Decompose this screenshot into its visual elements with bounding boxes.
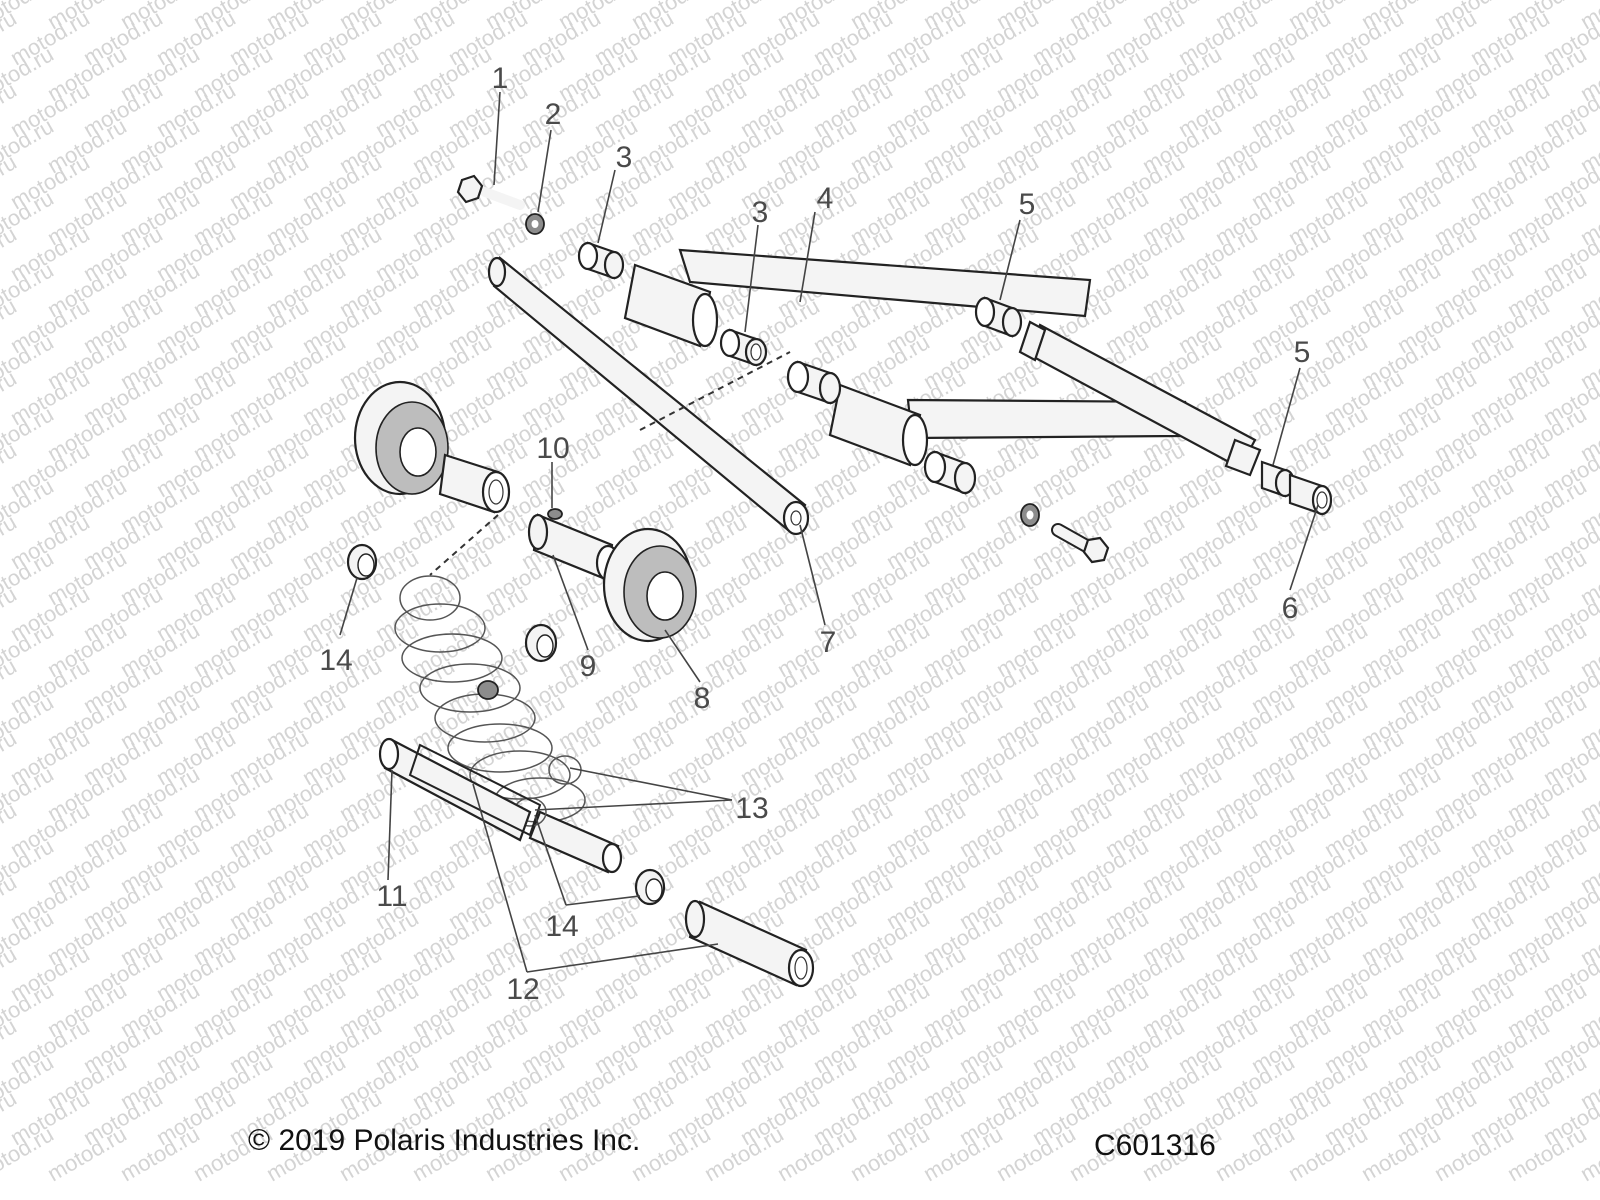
callout-5b: 5: [1294, 336, 1311, 369]
part-washer-top: [525, 213, 545, 235]
callout-4: 4: [817, 182, 834, 215]
callout-6: 6: [1282, 592, 1299, 625]
callout-5a: 5: [1019, 188, 1036, 221]
part-bushing-3a: [577, 241, 625, 280]
callout-8: 8: [694, 682, 711, 715]
part-bushing-14a: [346, 543, 378, 581]
copyright-notice: © 2019 Polaris Industries Inc.: [248, 1124, 640, 1157]
callout-2: 2: [545, 98, 562, 131]
callout-3b: 3: [752, 196, 769, 229]
callout-9: 9: [580, 650, 597, 683]
callout-10: 10: [536, 432, 569, 465]
callout-3a: 3: [616, 141, 633, 174]
part-set-screw-10: [547, 508, 563, 520]
callout-13: 13: [735, 792, 768, 825]
part-bushing-14c: [634, 868, 666, 906]
callout-1: 1: [492, 62, 509, 95]
part-washer-right: [1020, 503, 1040, 527]
callout-12: 12: [506, 973, 539, 1006]
drawing-id: C601316: [1094, 1129, 1216, 1162]
callout-14a: 14: [319, 644, 352, 677]
part-bushing-14b: [524, 623, 558, 663]
callout-14b: 14: [545, 910, 578, 943]
callout-7: 7: [820, 626, 837, 659]
callout-11: 11: [376, 880, 407, 913]
